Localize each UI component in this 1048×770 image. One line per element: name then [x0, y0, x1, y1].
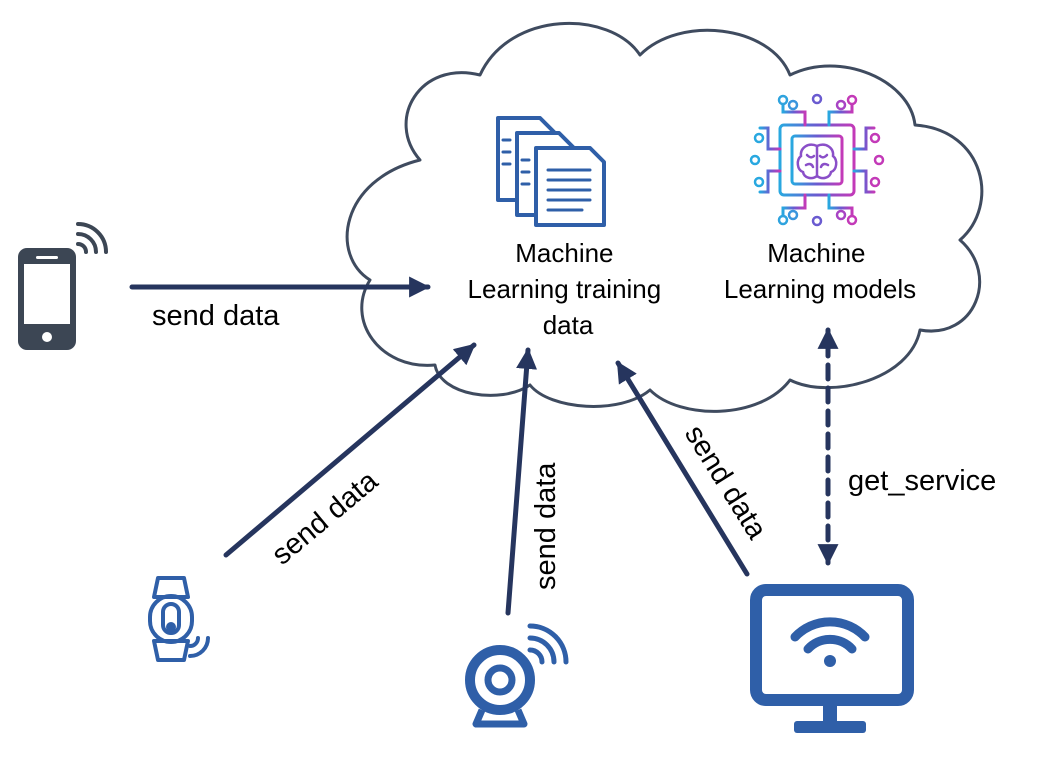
- webcam-wireless-icon: [465, 623, 569, 728]
- service-label: get_service: [848, 465, 996, 497]
- models-label: Machine Learning models: [724, 238, 916, 304]
- camera-send-label: send data: [530, 462, 562, 590]
- smartphone-wireless-icon: [18, 222, 108, 350]
- cloud: [345, 21, 984, 413]
- wristband-send-arrow: [223, 342, 477, 558]
- computer-send-arrow: [615, 360, 750, 577]
- models-label-line-1: Machine: [767, 238, 865, 268]
- training-data-label: Machine Learning training data: [468, 238, 669, 340]
- training-data-label-line-3: data: [543, 310, 594, 340]
- documents-stack-icon: [496, 116, 606, 227]
- training-data-label-line-1: Machine: [515, 238, 613, 268]
- training-data-label-line-2: Learning training: [468, 274, 662, 304]
- wristband-send-label: send data: [266, 464, 385, 571]
- phone-send-label: send data: [152, 300, 280, 332]
- brain-chip-icon: [749, 93, 885, 227]
- models-label-line-2: Learning models: [724, 274, 916, 304]
- monitor-wifi-icon: [750, 584, 914, 733]
- arrows: [129, 276, 839, 616]
- wearable-band-icon: [148, 576, 210, 662]
- brain-icon: [796, 143, 838, 180]
- camera-send-arrow: [505, 347, 538, 616]
